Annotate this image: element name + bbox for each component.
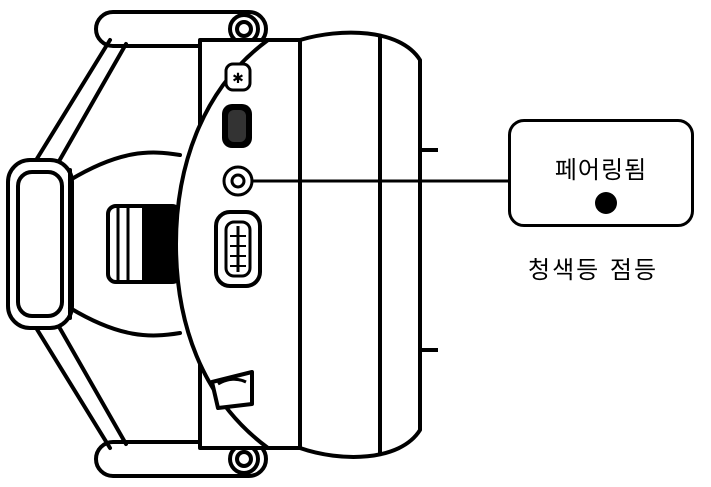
paired-label: 페어링됨 [554,156,648,184]
callout-box: 페어링됨 [508,119,694,227]
svg-text:✱: ✱ [232,71,244,87]
led-status-icon [595,192,617,214]
led-caption: 청색등 점등 [528,256,659,284]
slider-switch-icon [210,370,254,410]
headband-icon [6,10,268,478]
power-button-icon [222,104,252,148]
usb-c-port-icon [214,210,262,288]
led-indicator-icon [222,165,254,197]
bluetooth-button-icon: ✱ [224,62,252,92]
